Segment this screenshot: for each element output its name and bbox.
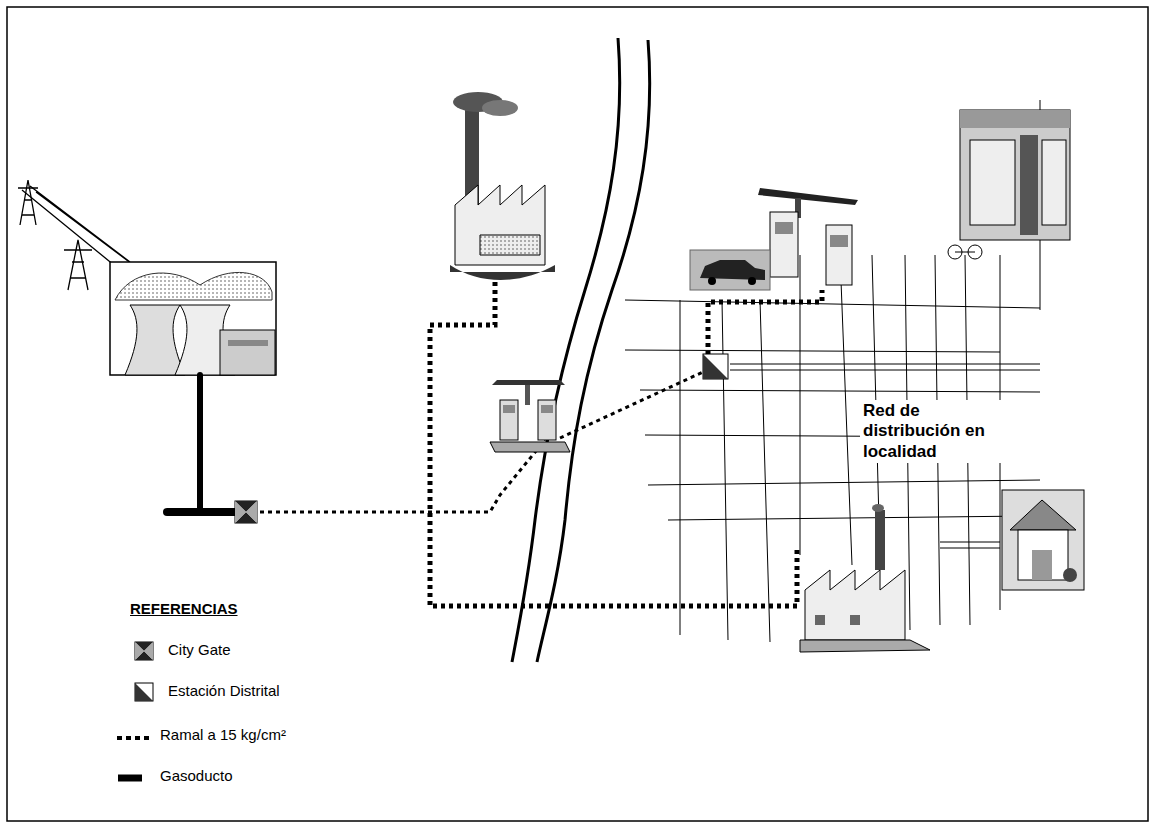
legend-text: Estación Distrital [168, 682, 280, 699]
legend-heading: REFERENCIAS [130, 600, 238, 617]
city-gate-symbol [235, 501, 257, 523]
frame [7, 7, 1148, 821]
street-grid [625, 100, 1040, 642]
shop [948, 110, 1070, 259]
legend-text: City Gate [168, 641, 231, 658]
factory [800, 504, 930, 652]
gas-pipeline [167, 375, 235, 512]
house [1002, 490, 1084, 590]
map-label: Red de distribución en localidad [860, 400, 1001, 463]
fuel-station-car [690, 188, 858, 290]
district-station-symbol [703, 354, 728, 379]
factory [450, 92, 555, 280]
branch-lines [260, 282, 822, 606]
legend-samples [117, 642, 153, 778]
river [512, 38, 650, 662]
legend-text: Ramal a 15 kg/cm² [160, 726, 286, 743]
power-plant [110, 262, 276, 375]
legend-text: Gasoducto [160, 767, 233, 784]
fuel-station [490, 380, 570, 452]
